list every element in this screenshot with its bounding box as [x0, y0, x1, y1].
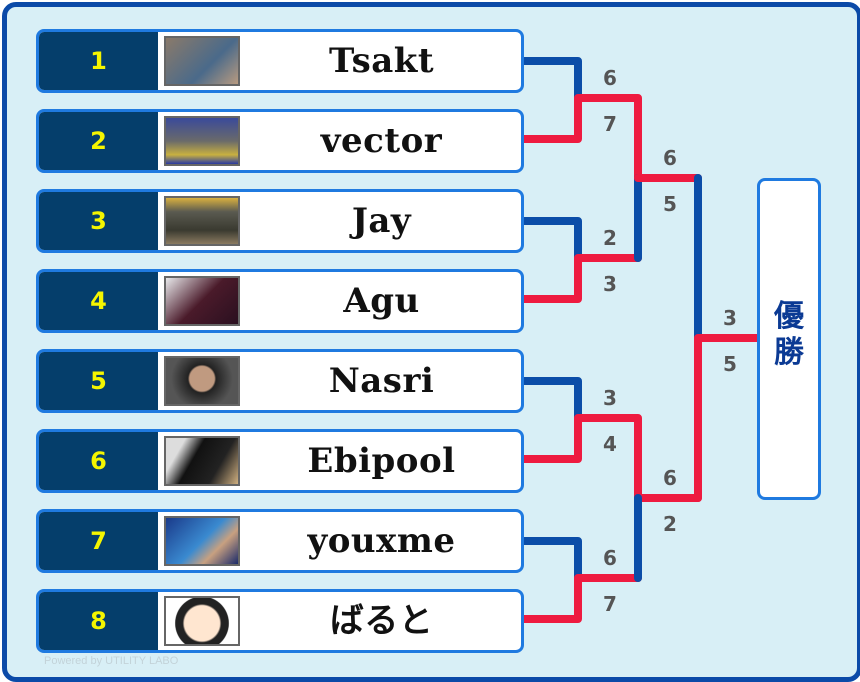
champion-label: 優勝 — [774, 299, 804, 370]
player-row-7[interactable]: 7 youxme — [36, 509, 524, 573]
score-r1m4-bottom: 7 — [603, 592, 617, 616]
seed-number: 1 — [39, 32, 158, 90]
player-name: Agu — [343, 281, 420, 321]
player-name: youxme — [307, 521, 456, 561]
player-name: Tsakt — [328, 41, 435, 81]
player-photo — [164, 596, 240, 646]
score-sf1-bottom: 5 — [663, 192, 677, 216]
player-row-2[interactable]: 2 vector — [36, 109, 524, 173]
player-name: Jay — [351, 201, 412, 241]
score-r1m4-top: 6 — [603, 546, 617, 570]
player-row-6[interactable]: 6 Ebipool — [36, 429, 524, 493]
player-row-8[interactable]: 8 ばると — [36, 589, 524, 653]
champion-box: 優勝 — [757, 178, 821, 500]
seed-number: 4 — [39, 272, 158, 330]
seed-number: 3 — [39, 192, 158, 250]
seed-number: 6 — [39, 432, 158, 490]
score-r1m2-bottom: 3 — [603, 272, 617, 296]
player-row-1[interactable]: 1 Tsakt — [36, 29, 524, 93]
score-r1m1-top: 6 — [603, 66, 617, 90]
seed-number: 8 — [39, 592, 158, 650]
player-photo — [164, 116, 240, 166]
seed-number: 2 — [39, 112, 158, 170]
score-sf2-top: 6 — [663, 466, 677, 490]
player-photo — [164, 436, 240, 486]
player-name: Nasri — [328, 361, 435, 401]
player-row-3[interactable]: 3 Jay — [36, 189, 524, 253]
seed-number: 5 — [39, 352, 158, 410]
player-photo — [164, 356, 240, 406]
powered-by-credit: Powered by UTILITY LABO — [44, 655, 179, 667]
score-r1m2-top: 2 — [603, 226, 617, 250]
score-r1m3-bottom: 4 — [603, 432, 617, 456]
score-sf1-top: 6 — [663, 146, 677, 170]
score-final-bottom: 5 — [723, 352, 737, 376]
score-sf2-bottom: 2 — [663, 512, 677, 536]
player-photo — [164, 516, 240, 566]
player-row-5[interactable]: 5 Nasri — [36, 349, 524, 413]
score-r1m1-bottom: 7 — [603, 112, 617, 136]
player-name: vector — [320, 121, 443, 161]
player-photo — [164, 196, 240, 246]
player-photo — [164, 276, 240, 326]
score-final-top: 3 — [723, 306, 737, 330]
player-photo — [164, 36, 240, 86]
seed-number: 7 — [39, 512, 158, 570]
score-r1m3-top: 3 — [603, 386, 617, 410]
player-row-4[interactable]: 4 Agu — [36, 269, 524, 333]
player-name: Ebipool — [307, 441, 456, 481]
player-name: ばると — [329, 601, 434, 641]
